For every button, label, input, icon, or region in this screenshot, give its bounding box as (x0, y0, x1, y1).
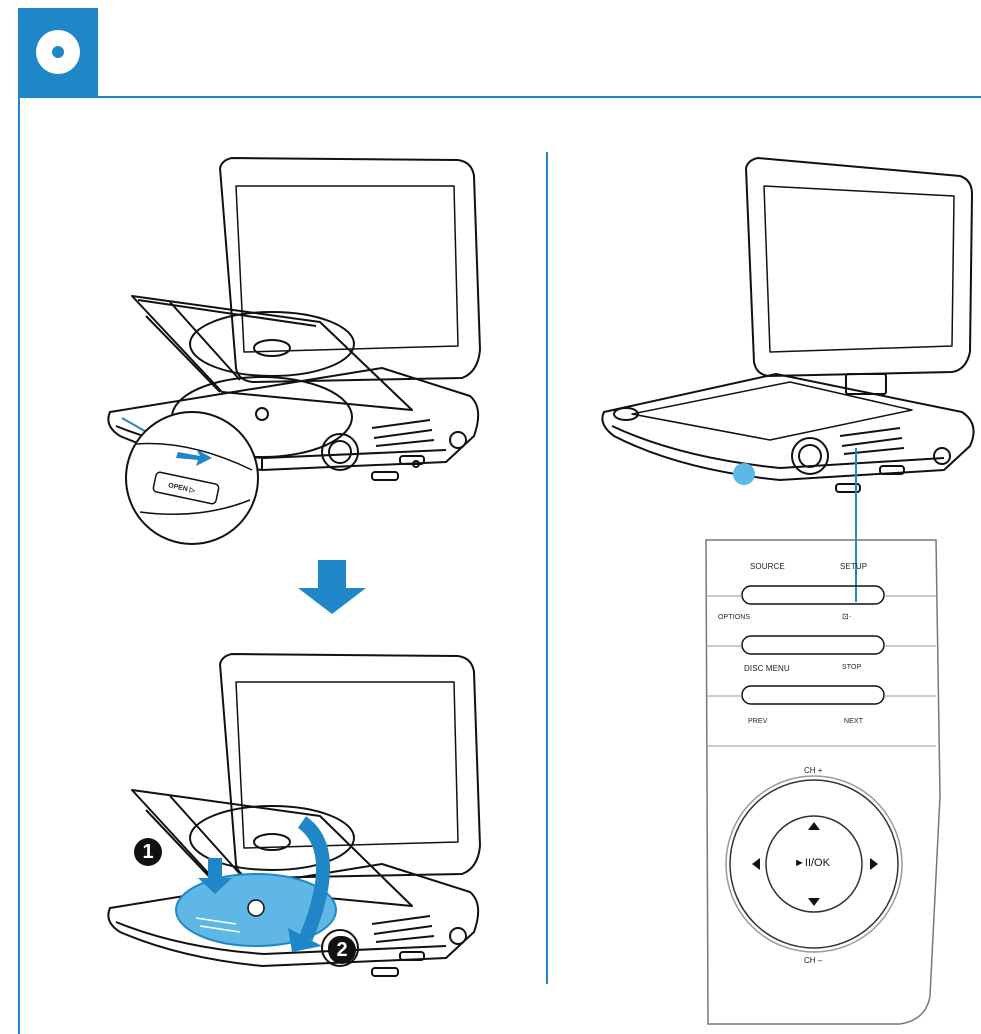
dvd-player-closed (602, 158, 973, 492)
ir-sensor-highlight (733, 463, 755, 485)
prev-label: PREV (748, 718, 767, 725)
setup-label: SETUP (840, 562, 867, 571)
latch-callout (122, 412, 258, 544)
step-2-badge: 2 (328, 936, 356, 964)
options-info-button[interactable] (742, 636, 884, 654)
down-arrow-icon (298, 560, 366, 614)
right-triangle-icon[interactable] (870, 858, 878, 870)
panel-buttons (742, 586, 884, 704)
ch-up-label: CH + (804, 766, 822, 775)
source-setup-button[interactable] (742, 586, 884, 604)
menu-stop-button[interactable] (742, 686, 884, 704)
next-label: NEXT (844, 718, 863, 725)
options-label: OPTIONS (718, 614, 750, 621)
stop-label: STOP (842, 664, 861, 671)
source-label: SOURCE (750, 562, 785, 571)
play-pause-ok-button[interactable]: ►II/OK (794, 857, 830, 869)
ch-down-label: CH – (804, 956, 822, 965)
down-triangle-icon[interactable] (808, 898, 820, 906)
display-info-icon: ⊡· (842, 612, 852, 621)
left-triangle-icon[interactable] (752, 858, 760, 870)
disc-menu-label: DISC MENU (744, 664, 790, 673)
up-triangle-icon[interactable] (808, 822, 820, 830)
step-1-badge: 1 (134, 838, 162, 866)
